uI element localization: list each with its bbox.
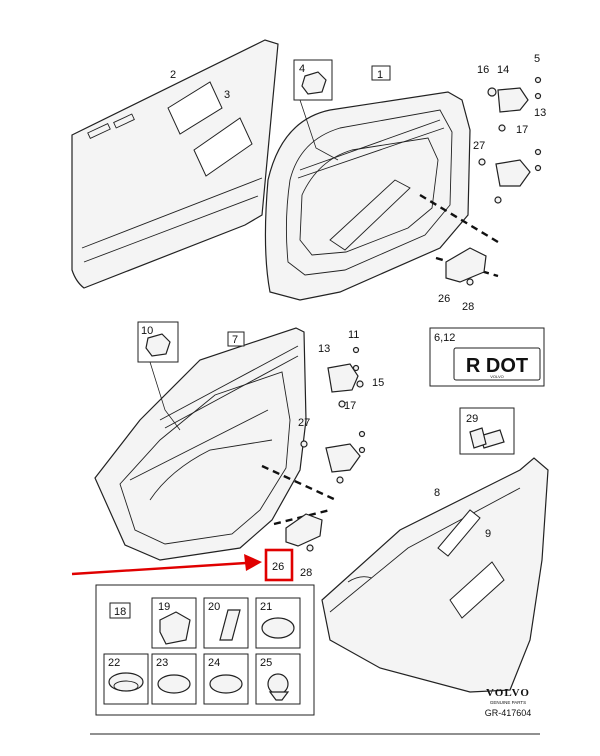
callout-22: 22 (108, 657, 120, 669)
highlight-arrow (71, 554, 262, 576)
strip-20[interactable] (219, 609, 241, 641)
callout-27b: 27 (298, 417, 310, 429)
callout-2: 2 (170, 69, 176, 81)
outer-door-panel-front[interactable] (71, 39, 279, 289)
label-plate-brand: VOLVO (490, 374, 504, 379)
clip-19[interactable] (159, 611, 191, 645)
callout-18: 18 (114, 606, 126, 618)
door-check-strap-front[interactable] (445, 247, 487, 286)
outer-door-panel-rear[interactable] (321, 457, 549, 693)
highlight-box-26[interactable] (264, 548, 294, 582)
callout-13b: 13 (318, 343, 330, 355)
callout-28b: 28 (300, 567, 312, 579)
inner-door-frame-front[interactable] (264, 91, 471, 301)
callout-7: 7 (232, 334, 238, 346)
door-check-strap-rear[interactable] (285, 513, 323, 552)
callout-5: 5 (534, 53, 540, 65)
plug-22[interactable] (108, 672, 144, 692)
adhesive-pad-3 (167, 81, 253, 177)
callout-25: 25 (260, 657, 272, 669)
plug-24[interactable] (209, 674, 243, 694)
footer-sub: GENUINE PARTS (490, 700, 526, 705)
inner-door-frame-rear[interactable] (94, 327, 307, 561)
clip-10-box[interactable] (137, 321, 179, 363)
callout-24: 24 (208, 657, 220, 669)
callout-4: 4 (299, 63, 305, 75)
ref-box-7 (227, 331, 245, 347)
clip-4-box[interactable] (293, 59, 333, 101)
callout-27a: 27 (473, 140, 485, 152)
label-plate-text: R DOT (466, 355, 528, 377)
callout-23: 23 (156, 657, 168, 669)
callout-612: 6,12 (434, 332, 455, 344)
callout-9: 9 (485, 528, 491, 540)
callout-29: 29 (466, 413, 478, 425)
callout-3: 3 (224, 89, 230, 101)
hinge-lower-front[interactable] (478, 148, 542, 204)
callout-19: 19 (158, 601, 170, 613)
hinge-upper-rear[interactable] (327, 346, 364, 408)
callout-26b: 26 (272, 561, 284, 573)
adhesive-pad-9 (437, 509, 505, 619)
callout-13a: 13 (534, 107, 546, 119)
callout-11: 11 (348, 329, 359, 341)
callout-10: 10 (141, 325, 153, 337)
hinge-upper-front[interactable] (487, 76, 542, 132)
callout-15: 15 (372, 377, 384, 389)
plug-21[interactable] (261, 617, 295, 639)
callout-17b: 17 (344, 400, 356, 412)
footer-brand: VOLVO (486, 687, 530, 699)
callout-20: 20 (208, 601, 220, 613)
callout-21: 21 (260, 601, 272, 613)
ref-box-1 (371, 65, 391, 81)
plug-25[interactable] (267, 673, 290, 701)
callout-26a: 26 (438, 293, 450, 305)
bolt-29-box[interactable] (459, 407, 515, 455)
callout-17a: 17 (516, 124, 528, 136)
license-label-box: R DOT VOLVO (429, 327, 545, 387)
callout-16: 16 (477, 64, 489, 76)
footer-ref: GR-417604 (485, 708, 532, 718)
callout-8: 8 (434, 487, 440, 499)
callout-28a: 28 (462, 301, 474, 313)
hinge-lower-rear[interactable] (300, 430, 366, 484)
plug-23[interactable] (157, 674, 191, 694)
callout-1: 1 (377, 69, 383, 81)
callout-14: 14 (497, 64, 509, 76)
